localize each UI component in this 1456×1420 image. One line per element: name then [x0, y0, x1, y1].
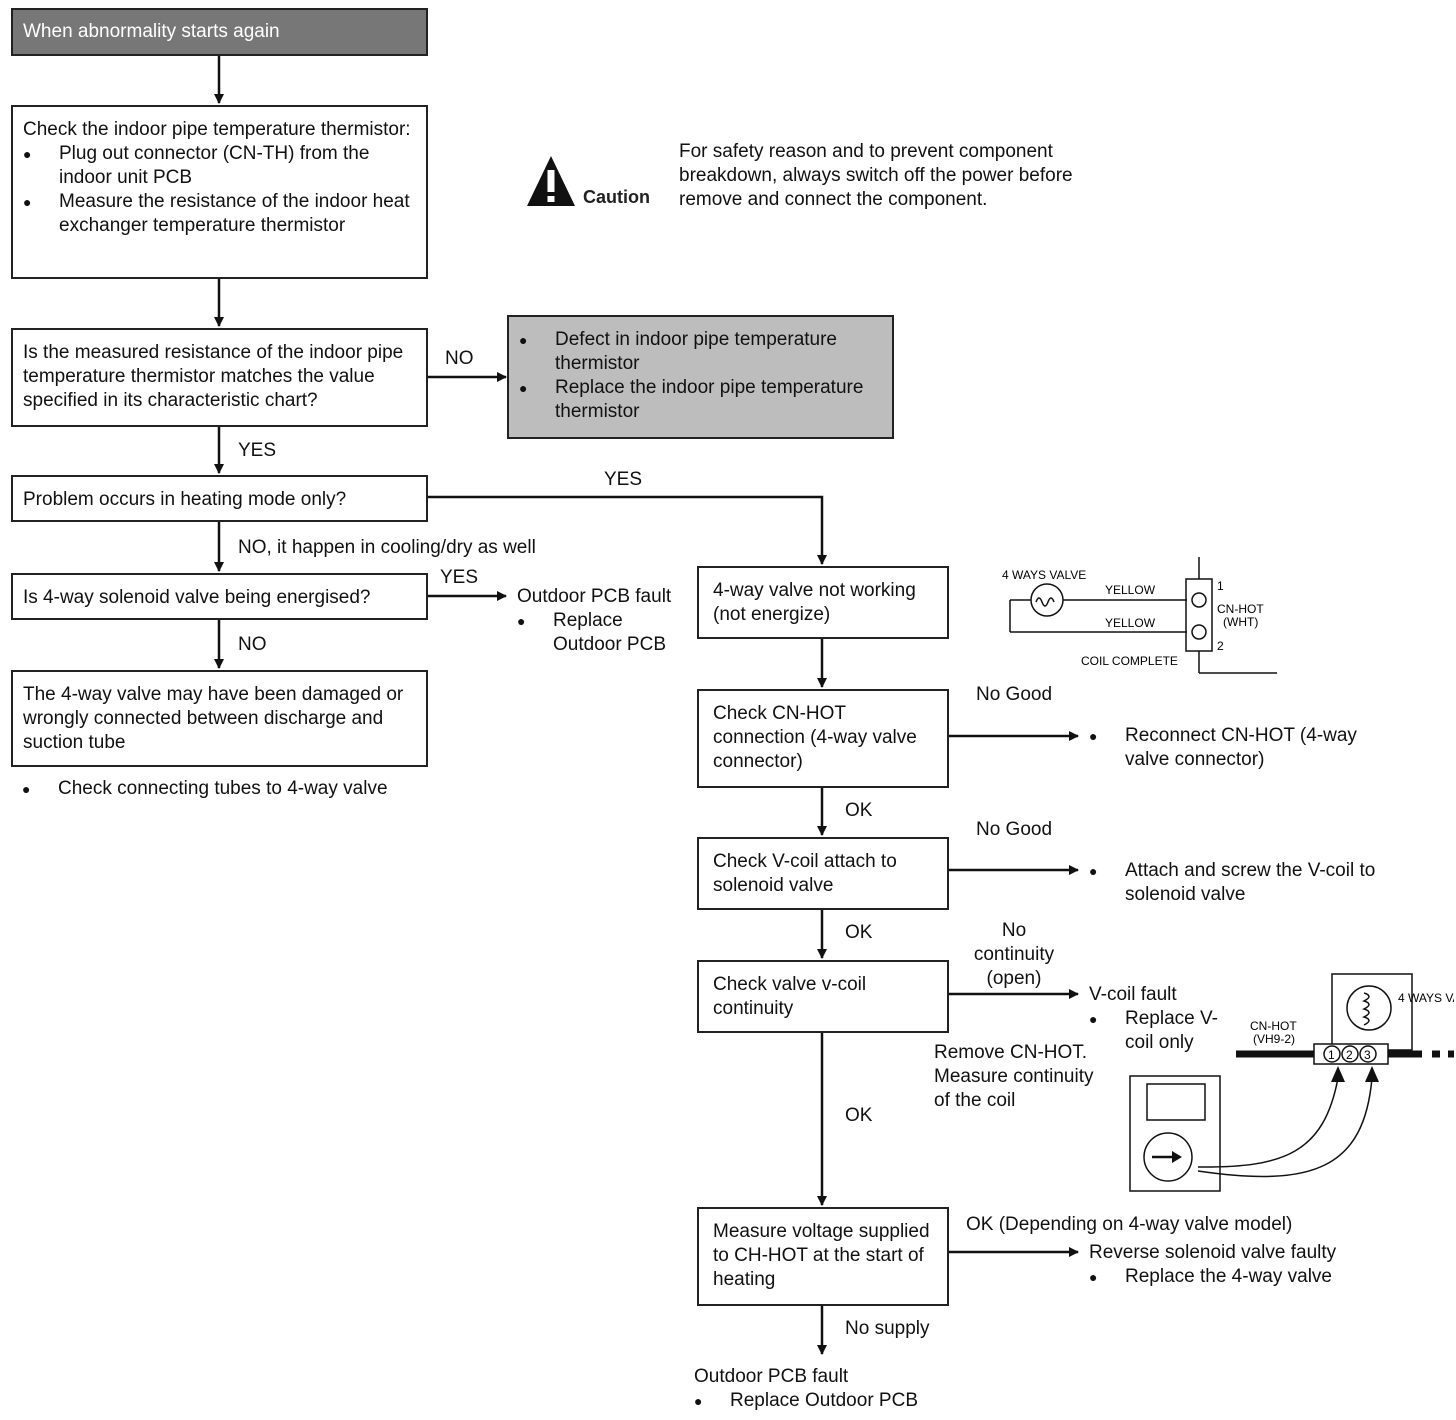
check-thermistor-bullet-1: Plug out connector (CN-TH) from the indo… — [23, 142, 416, 190]
remove-cnhot-text: Remove CN-HOT. Measure continuity of the… — [934, 1042, 1094, 1111]
diagram1-connector-label: CN-HOT — [1217, 602, 1264, 616]
cn-hot-wiring-diagram: 4 WAYS VALVE YELLOW YELLOW 1 2 CN-HOT (W… — [1002, 557, 1277, 674]
reverse-faulty-list: Replace the 4-way valve — [1089, 1265, 1332, 1289]
valve-damaged-box: The 4-way valve may have been damaged or… — [11, 670, 428, 767]
check-continuity-box: Check valve v-coil continuity — [697, 960, 949, 1033]
label-no-continuity: No continuity (open) — [973, 920, 1055, 989]
check-cnhot-text: Check CN-HOT connection (4-way valve con… — [713, 703, 917, 772]
ok-depending-label: OK (Depending on 4-way valve model) — [966, 1214, 1293, 1235]
vcoil-fault-title: V-coil fault — [1089, 984, 1177, 1005]
not-working-box: 4-way valve not working (not energize) — [697, 566, 949, 639]
heating-question-text: Problem occurs in heating mode only? — [23, 489, 347, 510]
diagram1-connector-color: (WHT) — [1223, 615, 1258, 629]
outdoor-fault-1-title: Outdoor PCB fault — [517, 586, 672, 607]
continuity-test-diagram: CN-HOT (VH9-2) 4 WAYS VALVE 1 2 3 — [1129, 973, 1454, 1192]
caution-label: Caution — [583, 187, 650, 207]
caution-block: Caution — [525, 150, 665, 210]
check-vcoil-attach-text: Check V-coil attach to solenoid valve — [713, 851, 897, 896]
resistance-question-box: Is the measured resistance of the indoor… — [11, 328, 428, 427]
check-thermistor-title: Check the indoor pipe temperature thermi… — [23, 119, 411, 140]
label-ok-3: OK — [845, 1105, 873, 1126]
outdoor-fault-2-bullet: Replace Outdoor PCB — [694, 1389, 918, 1413]
reconnect-list: Reconnect CN-HOT (4-way valve connector) — [1089, 724, 1379, 772]
label-no-good-2: No Good — [975, 819, 1053, 840]
diagram1-coil-label: COIL COMPLETE — [1081, 654, 1178, 668]
diagram1-pin-1: 1 — [1217, 579, 1224, 593]
label-yes-2: YES — [604, 469, 643, 490]
solenoid-question-text: Is 4-way solenoid valve being energised? — [23, 587, 371, 608]
solenoid-question-box: Is 4-way solenoid valve being energised? — [11, 573, 428, 620]
diagram2-valve-label: 4 WAYS VALVE — [1398, 991, 1454, 1005]
check-tubes-list: Check connecting tubes to 4-way valve — [22, 777, 388, 801]
label-yes-3: YES — [440, 567, 479, 588]
outdoor-fault-2-list: Replace Outdoor PCB — [694, 1389, 918, 1413]
start-label: When abnormality starts again — [23, 21, 280, 42]
diagram2-connector-label: CN-HOT — [1250, 1019, 1297, 1033]
diagram2-pin-3: 3 — [1364, 1048, 1371, 1062]
diagram1-yellow-1: YELLOW — [1105, 583, 1156, 597]
outdoor-fault-1-bullet: Replace Outdoor PCB — [517, 609, 667, 657]
check-thermistor-box: Check the indoor pipe temperature thermi… — [11, 105, 428, 279]
warning-icon — [527, 156, 575, 206]
check-tubes-bullet: Check connecting tubes to 4-way valve — [22, 777, 388, 801]
defect-bullet-2: Replace the indoor pipe temperature ther… — [519, 376, 882, 424]
label-no-2: NO — [238, 634, 267, 655]
reconnect-bullet: Reconnect CN-HOT (4-way valve connector) — [1089, 724, 1379, 772]
label-yes-1: YES — [238, 440, 277, 461]
valve-damaged-text: The 4-way valve may have been damaged or… — [23, 684, 404, 753]
check-continuity-text: Check valve v-coil continuity — [713, 974, 867, 1019]
check-thermistor-bullet-2: Measure the resistance of the indoor hea… — [23, 190, 416, 238]
diagram1-valve-label: 4 WAYS VALVE — [1002, 568, 1086, 582]
diagram1-yellow-2: YELLOW — [1105, 616, 1156, 630]
defect-box: Defect in indoor pipe temperature thermi… — [507, 315, 894, 439]
label-no-cooling: NO, it happen in cooling/dry as well — [238, 537, 536, 558]
heating-question-box: Problem occurs in heating mode only? — [11, 475, 428, 522]
check-vcoil-attach-box: Check V-coil attach to solenoid valve — [697, 837, 949, 910]
label-no-1: NO — [445, 348, 474, 369]
vcoil-fault-bullet: Replace V-coil only — [1089, 1007, 1239, 1055]
diagram1-pin-2: 2 — [1217, 639, 1224, 653]
diagram2-pin-2: 2 — [1346, 1048, 1353, 1062]
diagram2-connector-model: (VH9-2) — [1253, 1032, 1295, 1046]
measure-voltage-text: Measure voltage supplied to CH-HOT at th… — [713, 1221, 930, 1290]
vcoil-fault-list: Replace V-coil only — [1089, 1007, 1239, 1055]
measure-voltage-box: Measure voltage supplied to CH-HOT at th… — [697, 1207, 949, 1306]
outdoor-fault-1-list: Replace Outdoor PCB — [517, 609, 667, 657]
diagram2-pin-1: 1 — [1328, 1048, 1335, 1062]
check-cnhot-box: Check CN-HOT connection (4-way valve con… — [697, 689, 949, 788]
caution-text: For safety reason and to prevent compone… — [679, 141, 1073, 210]
label-ok-2: OK — [845, 922, 873, 943]
label-no-supply: No supply — [845, 1318, 930, 1339]
outdoor-fault-2-title: Outdoor PCB fault — [694, 1366, 849, 1387]
attach-screw-bullet: Attach and screw the V-coil to solenoid … — [1089, 859, 1389, 907]
not-working-text: 4-way valve not working (not energize) — [713, 580, 916, 625]
label-no-good-1: No Good — [975, 684, 1053, 705]
label-ok-1: OK — [845, 800, 873, 821]
start-box: When abnormality starts again — [11, 8, 428, 56]
defect-bullet-1: Defect in indoor pipe temperature thermi… — [519, 328, 882, 376]
reverse-faulty-title: Reverse solenoid valve faulty — [1089, 1242, 1337, 1263]
resistance-question-text: Is the measured resistance of the indoor… — [23, 342, 404, 411]
attach-screw-list: Attach and screw the V-coil to solenoid … — [1089, 859, 1389, 907]
reverse-faulty-bullet: Replace the 4-way valve — [1089, 1265, 1332, 1289]
